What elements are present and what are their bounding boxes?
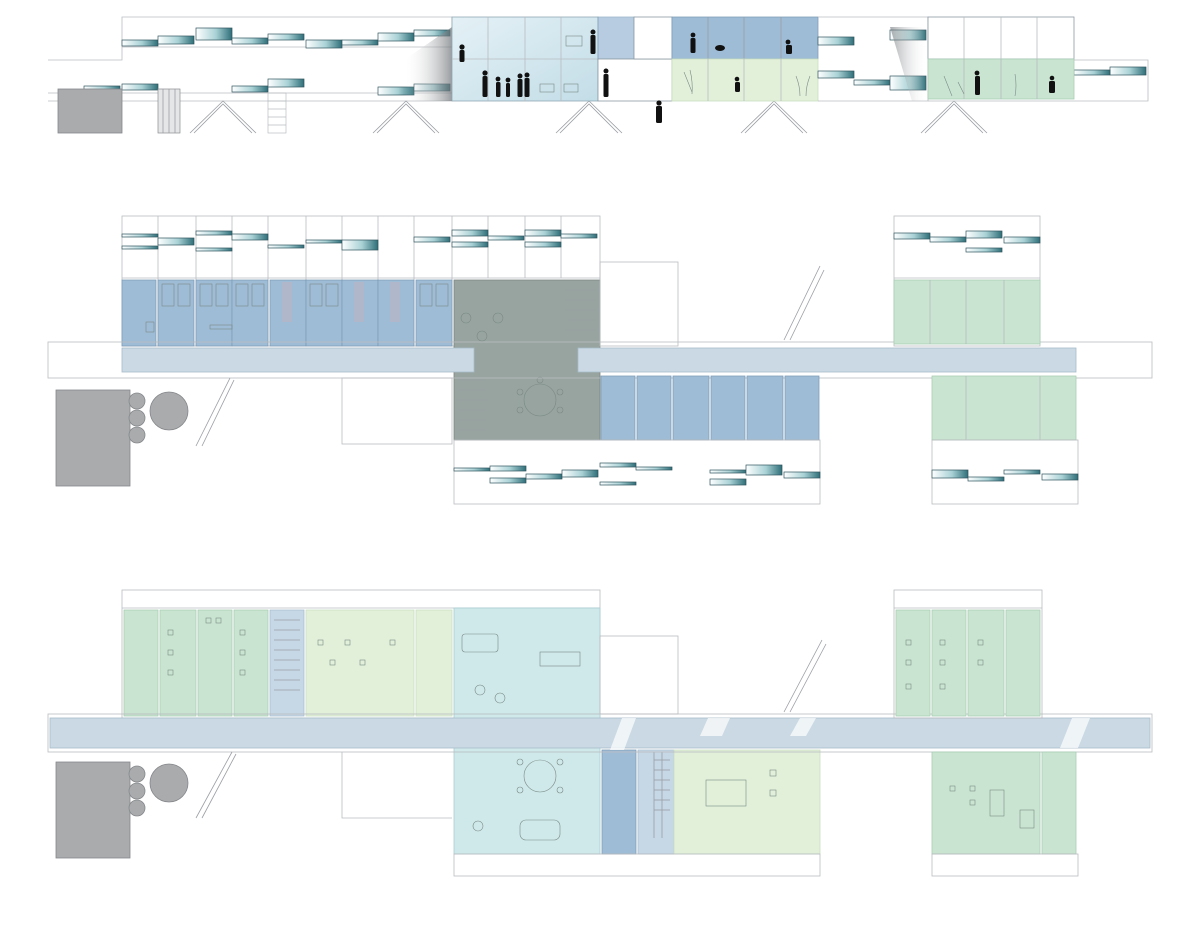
room-blue-ground xyxy=(601,749,637,855)
bed-icon xyxy=(145,283,449,333)
table-icon xyxy=(460,312,564,417)
cylinder-tanks-upper xyxy=(128,391,189,444)
person-silhouette-icon xyxy=(459,29,1055,123)
room-green-light-ground xyxy=(673,749,821,855)
cylinder-tanks-ground xyxy=(128,763,189,817)
table-icon xyxy=(461,633,581,841)
upper-floor-plan xyxy=(47,215,1153,505)
corridor-ground xyxy=(49,717,1151,749)
stair-icon xyxy=(267,92,287,134)
room-block-blue-upper xyxy=(121,279,453,347)
chair-icon xyxy=(167,617,396,676)
corridor-right-upper xyxy=(577,347,1077,373)
stair-icon xyxy=(274,619,300,691)
facade-panels-upper-plan xyxy=(121,229,598,252)
stair-icon xyxy=(653,752,670,838)
room-block-green-lower xyxy=(931,375,1077,441)
ground-floor-plan xyxy=(47,589,1153,877)
chair-icon xyxy=(905,639,1035,829)
section-outline-left xyxy=(48,16,453,102)
chair-icon xyxy=(539,35,1017,97)
core-dark-upper xyxy=(453,279,601,441)
plan-wing-right-ground xyxy=(893,589,1043,719)
room-block-green-ground xyxy=(123,609,453,717)
diagonal-brace xyxy=(195,639,827,819)
solid-block-section xyxy=(57,88,123,134)
facade-panels-section-left xyxy=(83,27,451,96)
room-block-green-upper xyxy=(893,279,1041,345)
v-support-piers xyxy=(189,100,988,134)
solid-block-upper xyxy=(55,389,131,487)
room-block-blue-lower xyxy=(600,375,820,441)
corridor-left-upper xyxy=(121,347,475,373)
building-section xyxy=(48,16,1149,134)
facade-panels-right-upper xyxy=(893,230,1041,253)
skylight-reflections xyxy=(610,718,1090,750)
room-block-green-right-ground xyxy=(895,609,1077,855)
facade-panels-lower-plan xyxy=(453,462,821,486)
facade-panels-right-lower xyxy=(931,469,1079,482)
diagonal-brace xyxy=(195,265,825,447)
solid-block-ground xyxy=(55,761,131,859)
stair-icon xyxy=(458,289,596,431)
